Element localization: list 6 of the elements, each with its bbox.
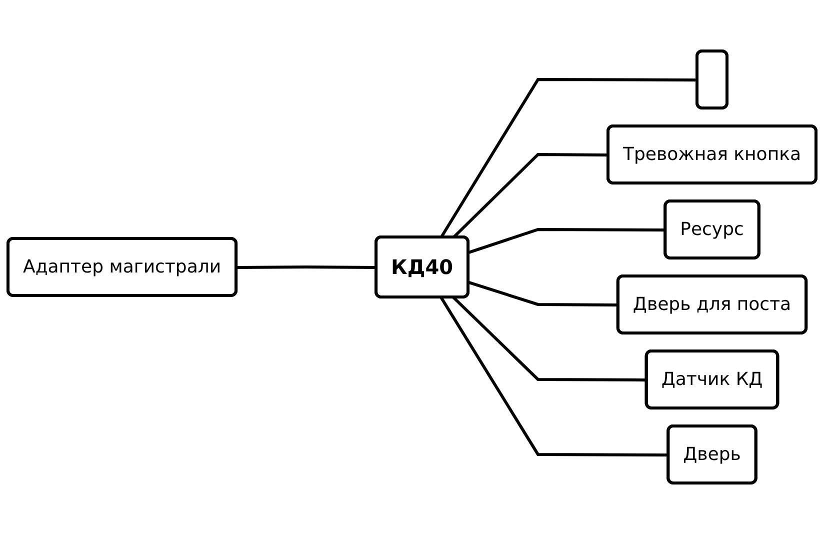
connector [236,266,377,269]
connector [452,296,647,382]
connector [468,228,666,254]
connector [440,296,669,456]
connector [440,78,698,238]
connector [468,280,618,306]
